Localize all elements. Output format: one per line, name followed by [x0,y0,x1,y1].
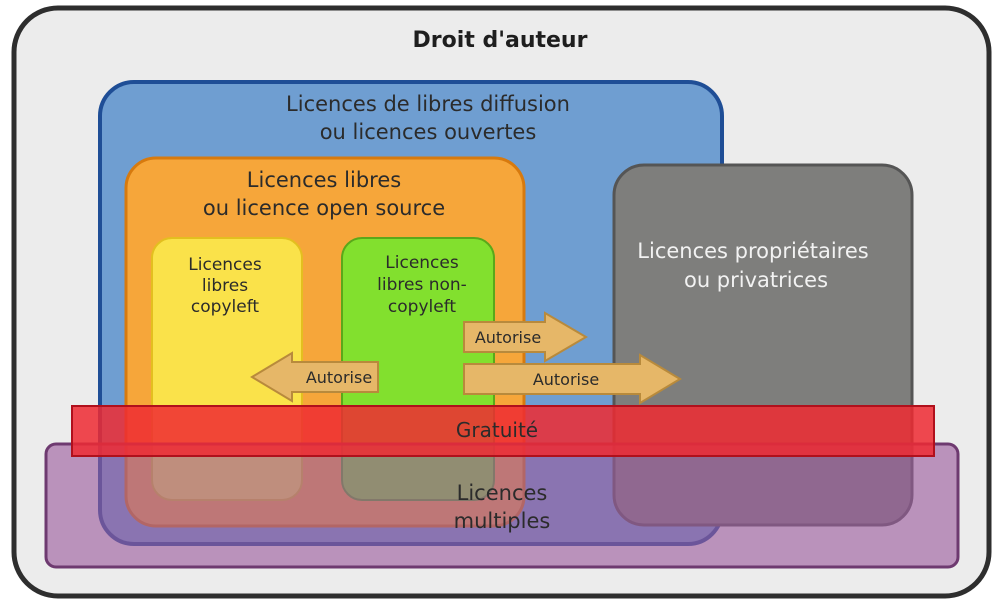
arrow-autorise-right-short-label: Autorise [475,328,541,347]
arrow-autorise-left-label: Autorise [306,368,372,387]
licences-multiples-label-line2: multiples [454,509,551,533]
arrow-autorise-right-long: Autorise [463,353,682,405]
non-copyleft-label-line2: libres non- [377,275,467,295]
copyleft-label-line1: Licences [188,255,262,275]
licences-libres-label-line1: Licences libres [247,168,401,192]
arrow-autorise-right-short: Autorise [463,311,588,363]
licences-multiples-band [44,442,960,569]
arrow-autorise-left: Autorise [250,351,379,403]
gratuite-band [71,405,935,457]
non-copyleft-label-line1: Licences [385,253,459,273]
gratuite-label: Gratuité [456,418,538,442]
libre-diffusion-label-line2: ou licences ouvertes [320,120,537,144]
copyleft-label-line2: libres [202,276,248,296]
proprietaires-label-line2: ou privatrices [684,268,828,292]
proprietaires-label-line1: Licences propriétaires [637,239,868,263]
droit-auteur-title: Droit d'auteur [413,28,588,53]
non-copyleft-label-line3: copyleft [388,297,456,317]
licences-multiples-label-line1: Licences [457,481,548,505]
arrow-autorise-right-long-label: Autorise [533,370,599,389]
copyleft-label-line3: copyleft [191,297,259,317]
libre-diffusion-label-line1: Licences de libres diffusion [286,92,570,116]
licences-libres-label-line2: ou licence open source [203,196,445,220]
